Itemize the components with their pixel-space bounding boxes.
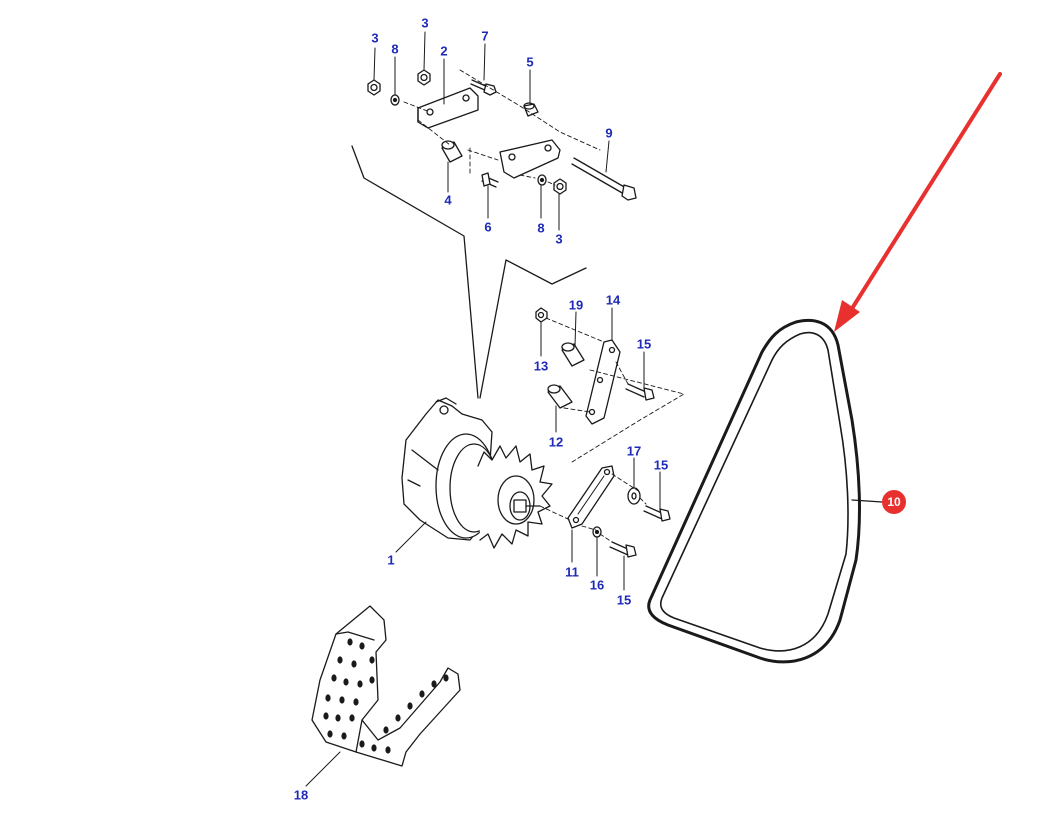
callout-1[interactable]: 1 [387, 552, 395, 568]
callout-13[interactable]: 13 [533, 358, 549, 374]
bolt-part-15-upper[interactable] [625, 383, 655, 401]
spacer-part-5[interactable] [523, 102, 539, 117]
bolt-part-9[interactable] [571, 157, 637, 201]
v-belt-part-10[interactable] [647, 318, 861, 664]
callout-2[interactable]: 2 [440, 43, 448, 59]
alternator-part-1[interactable] [401, 397, 553, 549]
callout-leaders [305, 31, 661, 787]
callout-11[interactable]: 11 [565, 564, 579, 580]
bolt-part-15-lower[interactable] [609, 541, 637, 558]
callout-14[interactable]: 14 [605, 292, 621, 308]
callout-15-a[interactable]: 15 [636, 336, 652, 352]
bolt-part-7[interactable] [470, 79, 497, 96]
callout-8-a[interactable]: 8 [391, 41, 399, 57]
callout-3-b[interactable]: 3 [421, 15, 429, 31]
bolt-part-15-middle[interactable] [643, 505, 671, 522]
link-part-11[interactable] [567, 465, 615, 529]
callout-15-c[interactable]: 15 [616, 592, 632, 608]
leader-part-10 [851, 499, 883, 503]
spacer-part-19[interactable] [561, 342, 585, 367]
nut-part-13[interactable] [535, 307, 548, 323]
callout-6[interactable]: 6 [484, 219, 492, 235]
assembly-lines-lower [539, 473, 647, 543]
washer-part-8-lower[interactable] [537, 174, 547, 186]
nut-part-3-lower[interactable] [553, 178, 567, 195]
callout-3-c[interactable]: 3 [555, 231, 563, 247]
washer-part-16[interactable] [592, 526, 602, 538]
nut-part-3-left[interactable] [367, 79, 381, 96]
callout-7[interactable]: 7 [481, 28, 489, 44]
bushing-part-4[interactable] [441, 140, 463, 163]
callout-12[interactable]: 12 [548, 434, 564, 450]
assembly-lines-middle [545, 317, 685, 463]
bracket-part-2[interactable] [417, 87, 479, 129]
callout-5[interactable]: 5 [526, 54, 534, 70]
callout-10-highlight[interactable]: 10 [882, 490, 906, 514]
callout-17[interactable]: 17 [626, 443, 642, 459]
washer-part-8-top[interactable] [390, 94, 400, 106]
callout-15-b[interactable]: 15 [653, 457, 669, 473]
shield-holes [323, 638, 449, 754]
callout-4[interactable]: 4 [444, 192, 452, 208]
callout-16[interactable]: 16 [589, 577, 605, 593]
assembly-lines-top [403, 69, 601, 186]
callout-8-b[interactable]: 8 [537, 220, 545, 236]
spacer-part-12[interactable] [547, 384, 573, 409]
bracket-part-14[interactable] [585, 339, 621, 425]
red-arrow [834, 72, 1002, 332]
callout-3-a[interactable]: 3 [371, 30, 379, 46]
bracket-plate-top[interactable] [499, 139, 561, 179]
callout-19[interactable]: 19 [568, 297, 584, 313]
shield-part-18[interactable] [311, 605, 461, 767]
bolt-part-6[interactable] [481, 172, 499, 188]
nut-part-3-top[interactable] [417, 69, 431, 86]
view-leader-lines [351, 145, 587, 399]
callout-18[interactable]: 18 [293, 787, 309, 803]
callout-9[interactable]: 9 [605, 125, 613, 141]
